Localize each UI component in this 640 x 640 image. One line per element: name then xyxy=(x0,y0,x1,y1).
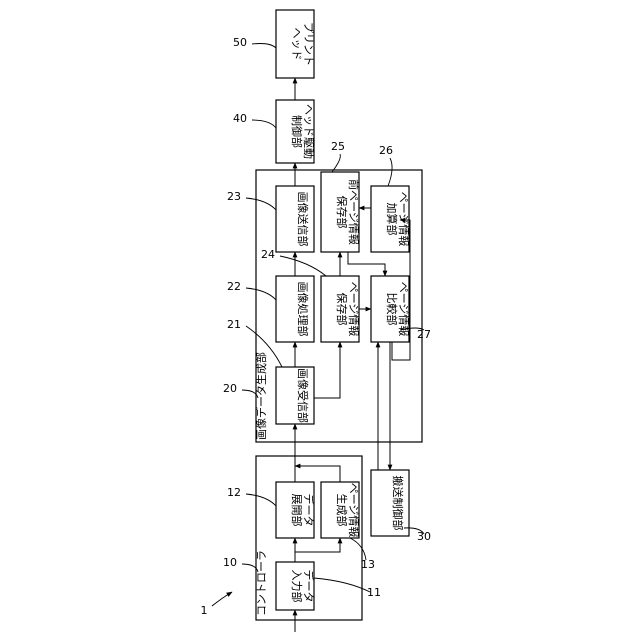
block-transport: 搬送制御部 xyxy=(371,470,409,536)
figure-ref-numeral: 1 xyxy=(201,604,208,617)
block-page-cmp-label-2: 比較部 xyxy=(385,293,399,326)
block-head-drv: ヘッド駆動制御部 xyxy=(276,100,316,163)
blocks-layer: データ入力部データ展開部ページ情報生成部画像受信部画像処理部画像送信部ページ情報… xyxy=(276,10,410,610)
block-transport-label-1: 搬送制御部 xyxy=(391,476,405,531)
block-img-recv: 画像受信部 xyxy=(276,367,314,424)
block-page-cmp: ページ情報比較部 xyxy=(371,276,410,342)
ref-numeral-26: 26 xyxy=(379,144,393,157)
arrow-11-13 xyxy=(295,538,340,552)
ref-numeral-13: 13 xyxy=(361,558,375,571)
ref-leader-12 xyxy=(246,494,276,506)
ref-numeral-11: 11 xyxy=(367,586,381,599)
block-page-add: ページ情報加算部 xyxy=(371,186,410,252)
figure-ref-arrow xyxy=(212,592,232,606)
block-prev-hold: 前ページ情報保存部 xyxy=(321,172,361,252)
ref-numeral-22: 22 xyxy=(227,280,241,293)
arrow-13-21 xyxy=(295,466,340,482)
block-prev-hold-label-1: 前ページ情報 xyxy=(347,179,361,245)
ref-numeral-25: 25 xyxy=(331,140,345,153)
image-gen-label: 画像データ生成部 xyxy=(254,352,268,440)
ref-numeral-27: 27 xyxy=(417,328,431,341)
block-data-input: データ入力部 xyxy=(276,562,316,610)
ref-numeral-30: 30 xyxy=(417,530,431,543)
block-data-input-label-1: データ xyxy=(302,570,316,603)
ref-numeral-12: 12 xyxy=(227,486,241,499)
block-data-expand: データ展開部 xyxy=(276,482,316,538)
ref-numeral-20: 20 xyxy=(223,382,237,395)
block-print-head: プリントヘッド xyxy=(276,10,315,78)
ref-leader-50 xyxy=(252,44,276,49)
ref-numeral-21: 21 xyxy=(227,318,241,331)
ref-numeral-24: 24 xyxy=(261,248,275,261)
controller-label: コントローラ xyxy=(255,550,268,616)
ref-numeral-40: 40 xyxy=(233,112,247,125)
ref-numeral-50: 50 xyxy=(233,36,247,49)
block-img-send: 画像送信部 xyxy=(276,186,314,252)
ref-leader-24 xyxy=(280,256,326,276)
block-data-input-label-2: 入力部 xyxy=(290,570,304,603)
block-head-drv-label-1: ヘッド駆動 xyxy=(302,104,316,159)
block-page-gen-label-2: 生成部 xyxy=(335,494,349,527)
ref-numeral-23: 23 xyxy=(227,190,241,203)
arrow-25-27 xyxy=(348,252,385,276)
block-prev-hold-label-2: 保存部 xyxy=(335,196,349,229)
block-page-hold: ページ情報保存部 xyxy=(321,276,360,342)
block-page-add-label-2: 加算部 xyxy=(385,203,399,236)
block-img-send-label-1: 画像送信部 xyxy=(296,192,310,247)
block-page-hold-label-2: 保存部 xyxy=(335,293,349,326)
block-img-proc: 画像処理部 xyxy=(276,276,314,342)
ref-numeral-10: 10 xyxy=(223,556,237,569)
ref-leader-25 xyxy=(332,154,340,172)
block-page-gen: ページ情報生成部 xyxy=(321,482,360,538)
block-print-head-label-2: ヘッド xyxy=(290,28,303,61)
ref-leader-13 xyxy=(350,538,366,560)
block-head-drv-label-2: 制御部 xyxy=(290,115,304,148)
block-img-recv-label-1: 画像受信部 xyxy=(296,368,310,423)
block-data-expand-label-2: 展開部 xyxy=(290,494,304,527)
ref-leader-23 xyxy=(246,198,276,210)
ref-leader-22 xyxy=(246,288,276,300)
block-data-expand-label-1: データ xyxy=(302,494,316,527)
ref-leader-26 xyxy=(388,158,392,186)
ref-leader-40 xyxy=(252,120,276,128)
block-img-proc-label-1: 画像処理部 xyxy=(296,282,310,337)
arrow-21-24 xyxy=(314,342,340,398)
